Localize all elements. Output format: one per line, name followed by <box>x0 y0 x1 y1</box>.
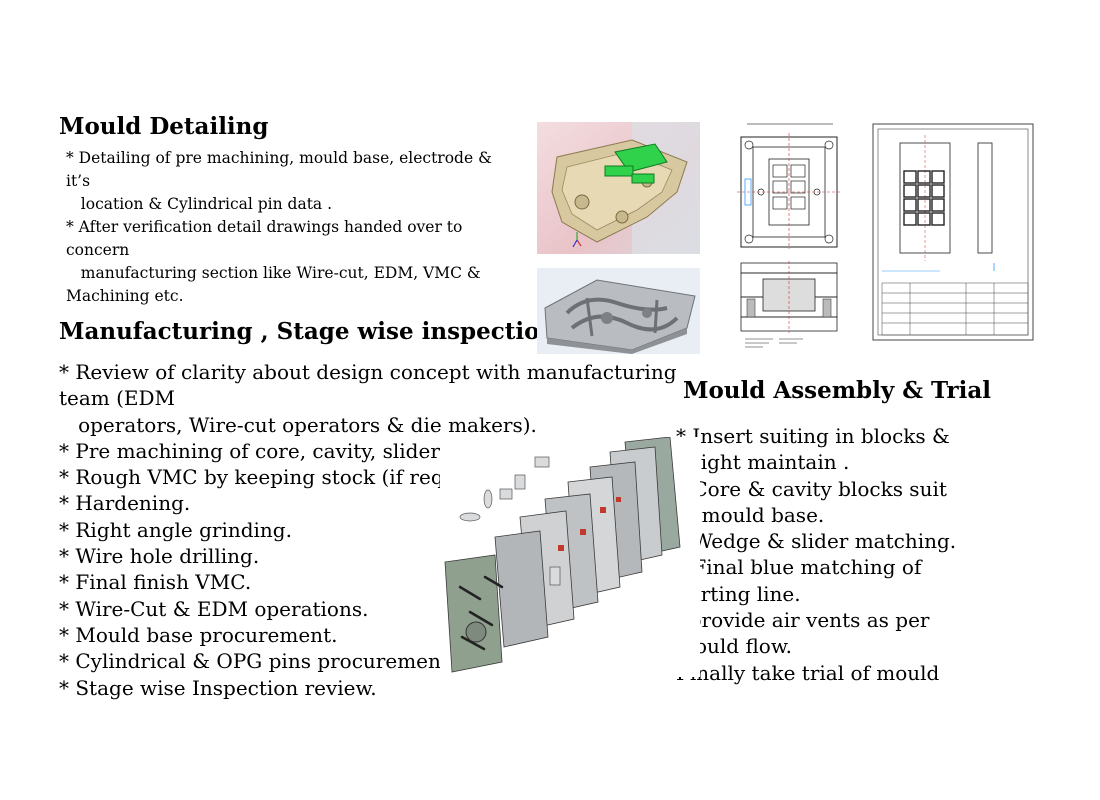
text-line: in mould base. <box>676 502 825 527</box>
manufacturing-inspection-text: * Review of clarity about design concept… <box>59 359 677 701</box>
text-line: * Rough VMC by keeping stock (if require… <box>59 465 512 490</box>
text-line: parting line. <box>676 581 801 606</box>
text-line: * Core & cavity blocks suit <box>676 476 947 501</box>
text-line: manufacturing section like Wire-cut, EDM… <box>66 264 481 282</box>
text-line: * Right angle grinding. <box>59 517 292 542</box>
text-line: Machining etc. <box>66 287 184 305</box>
text-line: provide air vents as per <box>676 608 930 633</box>
text-line: operators, Wire-cut operators & die make… <box>59 412 537 437</box>
text-line: concern <box>66 241 130 259</box>
manufacturing-inspection-title: Manufacturing , Stage wise inspection <box>59 318 557 345</box>
mould-drawing-top-view <box>733 119 845 251</box>
mould-detailing-text: * Detailing of pre machining, mould base… <box>66 147 526 308</box>
text-line: * Wire-Cut & EDM operations. <box>59 596 369 621</box>
text-line: location & Cylindrical pin data . <box>66 195 333 213</box>
text-line: * Detailing of pre machining, mould base… <box>66 149 492 167</box>
text-line: * Review of clarity about design concept… <box>59 360 677 384</box>
text-line: * Insert suiting in blocks & <box>676 424 950 448</box>
mould-assembly-trial-title: Mould Assembly & Trial <box>683 377 991 404</box>
text-line: height maintain . <box>676 450 850 475</box>
text-line: mould flow. <box>676 634 792 659</box>
text-line: * Mould base procurement. <box>59 622 338 647</box>
text-line: team (EDM <box>59 386 176 411</box>
mould-assembly-trial-text: * Insert suiting in blocks & height main… <box>676 423 976 686</box>
text-line: it’s <box>66 172 91 190</box>
text-line: * Wire hole drilling. <box>59 544 260 569</box>
text-line: Finally take trial of mould <box>676 660 940 685</box>
mould-plate-image <box>537 268 700 354</box>
text-line: * After verification detail drawings han… <box>66 218 463 236</box>
text-line: * Final finish VMC. <box>59 570 252 595</box>
text-line: * Final blue matching of <box>676 555 922 580</box>
text-line: * Stage wise Inspection review. <box>59 675 377 700</box>
cad-3d-part-image <box>537 122 700 254</box>
text-line: * Wedge & slider matching. <box>676 529 957 554</box>
mould-drawing-section-view <box>733 259 845 349</box>
exploded-mould-assembly-image <box>440 437 700 677</box>
text-line: * Hardening. <box>59 491 191 516</box>
mould-detailing-title: Mould Detailing <box>59 113 269 140</box>
detail-drawing-sheet <box>870 121 1036 343</box>
text-line: * Cylindrical & OPG pins procurement . <box>59 649 462 674</box>
